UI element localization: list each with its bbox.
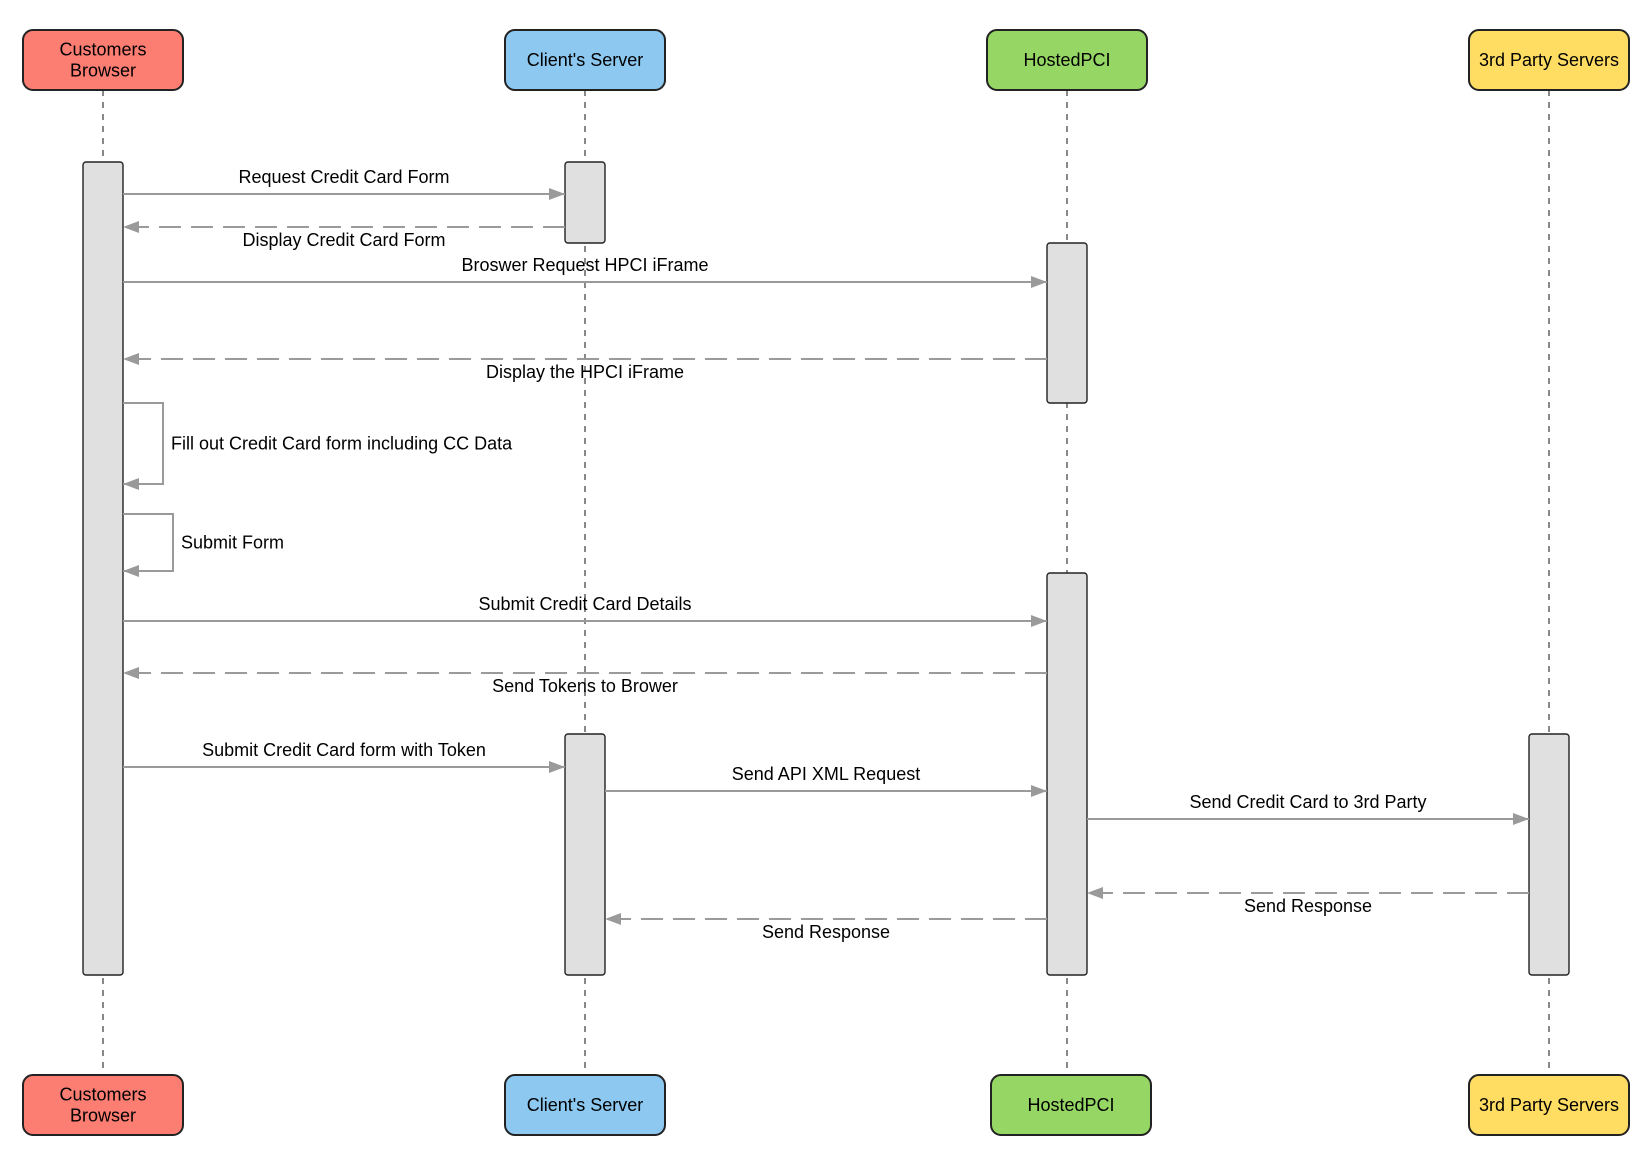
participant-box bbox=[22, 1074, 184, 1136]
participant-box bbox=[990, 1074, 1152, 1136]
self-message-arrow bbox=[123, 402, 164, 490]
participant-client-top: Client's Server bbox=[504, 29, 666, 91]
message-13: Send Response bbox=[605, 913, 1047, 942]
message-label: Display Credit Card Form bbox=[242, 230, 445, 250]
message-10: Send API XML Request bbox=[605, 764, 1047, 797]
participant-label: Browser bbox=[70, 1106, 136, 1126]
message-12: Send Response bbox=[1087, 887, 1529, 916]
message-4: Display the HPCI iFrame bbox=[123, 353, 1047, 382]
activation-bar-client bbox=[564, 733, 606, 976]
participant-label: 3rd Party Servers bbox=[1479, 50, 1619, 70]
message-label: Send Tokens to Brower bbox=[492, 676, 678, 696]
message-label: Submit Credit Card Details bbox=[478, 594, 691, 614]
participant-label: HostedPCI bbox=[1027, 1095, 1114, 1115]
participant-label: Customers bbox=[59, 1085, 146, 1105]
participant-box bbox=[504, 1074, 666, 1136]
participant-box bbox=[986, 29, 1148, 91]
self-message-arrow bbox=[123, 513, 174, 577]
message-label: Broswer Request HPCI iFrame bbox=[461, 255, 708, 275]
message-9: Submit Credit Card form with Token bbox=[123, 740, 565, 773]
message-label: Display the HPCI iFrame bbox=[486, 362, 684, 382]
message-label: Send API XML Request bbox=[732, 764, 920, 784]
message-11: Send Credit Card to 3rd Party bbox=[1087, 792, 1529, 825]
participant-label: Client's Server bbox=[527, 1095, 643, 1115]
message-label: Submit Credit Card form with Token bbox=[202, 740, 486, 760]
message-label: Request Credit Card Form bbox=[238, 167, 449, 187]
message-2: Display Credit Card Form bbox=[123, 221, 565, 250]
participant-label: Client's Server bbox=[527, 50, 643, 70]
activation-bar-client bbox=[564, 161, 606, 244]
activation-bar-browser bbox=[82, 161, 124, 976]
message-7: Submit Credit Card Details bbox=[123, 594, 1047, 627]
message-label: Send Response bbox=[1244, 896, 1372, 916]
message-8: Send Tokens to Brower bbox=[123, 667, 1047, 696]
message-5: Fill out Credit Card form including CC D… bbox=[123, 402, 513, 490]
message-label: Send Credit Card to 3rd Party bbox=[1189, 792, 1426, 812]
message-1: Request Credit Card Form bbox=[123, 167, 565, 200]
message-3: Broswer Request HPCI iFrame bbox=[123, 255, 1047, 288]
participant-box bbox=[1468, 29, 1630, 91]
activation-bar-third bbox=[1528, 733, 1570, 976]
participant-box bbox=[504, 29, 666, 91]
participant-label: HostedPCI bbox=[1023, 50, 1110, 70]
participant-label: Browser bbox=[70, 61, 136, 81]
participant-third-bottom: 3rd Party Servers bbox=[1468, 1074, 1630, 1136]
participant-hpci-bottom: HostedPCI bbox=[990, 1074, 1152, 1136]
message-label: Submit Form bbox=[181, 533, 284, 553]
participant-third-top: 3rd Party Servers bbox=[1468, 29, 1630, 91]
participant-label: Customers bbox=[59, 40, 146, 60]
participant-hpci-top: HostedPCI bbox=[986, 29, 1148, 91]
activation-bar-hpci bbox=[1046, 572, 1088, 976]
participant-client-bottom: Client's Server bbox=[504, 1074, 666, 1136]
participant-box bbox=[22, 29, 184, 91]
message-label: Fill out Credit Card form including CC D… bbox=[171, 434, 513, 454]
message-label: Send Response bbox=[762, 922, 890, 942]
message-6: Submit Form bbox=[123, 513, 284, 577]
participant-label: 3rd Party Servers bbox=[1479, 1095, 1619, 1115]
activation-bar-hpci bbox=[1046, 242, 1088, 404]
participant-box bbox=[1468, 1074, 1630, 1136]
